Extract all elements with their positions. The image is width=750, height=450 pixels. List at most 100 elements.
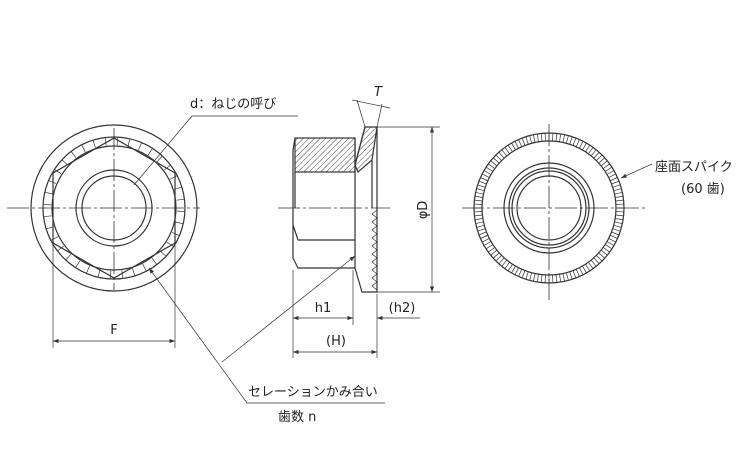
- spike-tooth: [540, 274, 543, 283]
- spike-tooth: [615, 199, 624, 202]
- dim-t-label: T: [374, 85, 383, 100]
- spike-tooth: [488, 247, 496, 253]
- spike-tooth: [533, 273, 536, 282]
- serration-tooth: [127, 138, 131, 147]
- serration-tooth: [132, 268, 136, 276]
- spike-tooth: [476, 188, 485, 191]
- seat-spike-label: 座面スパイク: [655, 160, 733, 175]
- serration-tooth: [174, 186, 182, 190]
- spike-tooth: [606, 241, 615, 246]
- spike-tooth: [605, 244, 613, 250]
- spike-tooth: [611, 231, 620, 236]
- spike-tooth: [482, 238, 490, 243]
- serration-tooth: [50, 236, 59, 241]
- spike-tooth: [480, 177, 488, 182]
- spike-tooth: [504, 261, 510, 269]
- spike-tooth: [569, 136, 573, 145]
- serration-tooth: [44, 191, 53, 195]
- serration-tooth: [169, 175, 178, 180]
- serration-tooth: [61, 159, 69, 166]
- spike-tooth: [474, 218, 483, 221]
- serration-tooth: [121, 270, 124, 279]
- spike-tooth: [504, 147, 510, 155]
- serration-tooth: [97, 269, 101, 278]
- seat-spikes: [474, 133, 624, 283]
- spike-tooth: [525, 271, 529, 280]
- spike-tooth: [612, 228, 621, 232]
- serration-tooth: [46, 226, 54, 230]
- serration-label: セレーションかみ合い: [248, 385, 378, 400]
- spike-tooth: [474, 214, 483, 217]
- spike-tooth: [498, 152, 505, 159]
- serration-tooth: [175, 221, 184, 225]
- spike-tooth: [600, 160, 608, 167]
- spike-tooth: [540, 133, 543, 142]
- spike-tooth: [493, 252, 500, 259]
- serration-count-label: 歯数 n: [278, 410, 316, 425]
- spike-tooth: [566, 135, 569, 144]
- spike-tooth: [490, 249, 498, 256]
- spike-tooth: [518, 139, 523, 147]
- spike-tooth: [507, 144, 513, 152]
- serration-tooth: [70, 151, 77, 158]
- spike-tooth: [613, 188, 622, 191]
- dim-f-label: F: [110, 323, 117, 338]
- serration-tooth: [81, 144, 86, 153]
- spike-tooth: [495, 154, 502, 161]
- serration-tooth: [86, 265, 90, 274]
- spike-tooth: [612, 184, 621, 188]
- serration-tooth: [104, 137, 107, 146]
- spike-tooth: [614, 221, 623, 224]
- serration-tooth: [57, 245, 64, 252]
- spike-tooth: [521, 137, 526, 146]
- spike-tooth: [533, 134, 536, 143]
- spike-tooth: [475, 192, 484, 195]
- thread-size-label: d：ねじの呼び: [190, 97, 276, 112]
- spike-tooth: [596, 154, 603, 161]
- spike-tooth: [555, 133, 558, 142]
- serration-tooth: [166, 241, 174, 247]
- spike-tooth: [536, 274, 539, 283]
- rear-view: 座面スパイク (60 歯): [462, 124, 733, 300]
- spike-tooth: [588, 261, 594, 269]
- spike-tooth: [606, 170, 615, 175]
- spike-tooth: [608, 238, 616, 243]
- spike-tooth: [562, 273, 565, 282]
- spike-tooth: [615, 218, 624, 221]
- spike-tooth: [579, 267, 584, 275]
- spike-tooth: [498, 257, 505, 264]
- spike-tooth: [611, 180, 620, 185]
- serration-tooth: [147, 148, 153, 156]
- spike-tooth: [566, 272, 569, 281]
- spike-tooth: [536, 133, 539, 142]
- spike-tooth: [588, 147, 594, 155]
- spike-tooth: [488, 163, 496, 169]
- serration-tooth: [54, 169, 62, 175]
- spike-tooth: [474, 195, 483, 198]
- serration-tooth: [48, 180, 57, 184]
- spike-tooth: [476, 225, 485, 228]
- spike-tooth: [602, 247, 610, 253]
- spike-tooth: [511, 265, 516, 274]
- spike-tooth: [529, 272, 532, 281]
- spike-tooth: [490, 160, 498, 167]
- spike-tooth: [521, 270, 526, 279]
- spike-tooth: [507, 264, 513, 272]
- spike-tooth: [483, 241, 492, 246]
- spike-tooth: [480, 234, 488, 239]
- spike-tooth: [495, 255, 502, 262]
- spike-tooth: [555, 274, 558, 283]
- serration-tooth: [65, 253, 72, 261]
- dim-h2-label: (h2): [389, 301, 416, 316]
- spike-tooth: [593, 152, 600, 159]
- spike-tooth: [569, 271, 573, 280]
- serration-tooth: [171, 232, 180, 236]
- spike-tooth: [475, 221, 484, 224]
- spike-tooth: [529, 135, 532, 144]
- spike-tooth: [579, 141, 584, 149]
- spike-tooth: [608, 173, 616, 178]
- side-view: T φD h1 (h2) (H): [278, 85, 440, 358]
- spike-tooth: [477, 184, 486, 188]
- spike-tooth: [605, 166, 613, 172]
